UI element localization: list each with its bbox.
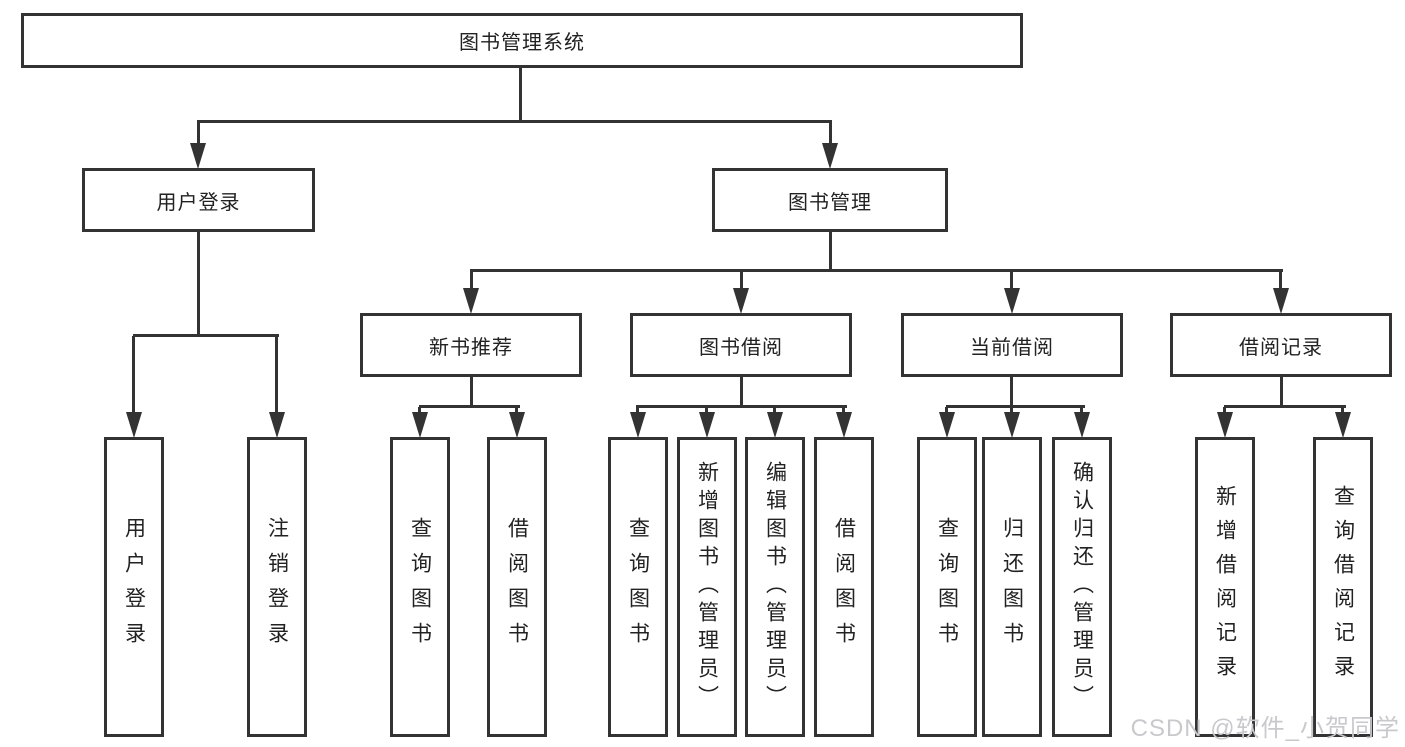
connector-line	[197, 121, 200, 145]
connector-line	[133, 334, 279, 337]
leaf-add-books-admin: 新增图书（管理员）	[677, 437, 737, 737]
connector-line	[829, 121, 832, 145]
leaf-borrow-books: 借阅图书	[814, 437, 874, 737]
leaf-confirm-return-admin: 确认归还（管理员）	[1052, 437, 1112, 737]
arrowhead-down-icon	[412, 412, 428, 438]
arrowhead-down-icon	[699, 412, 715, 438]
leaf-return-books: 归还图书	[982, 437, 1042, 737]
leaf-add-borrow-record: 新增借阅记录	[1195, 437, 1255, 737]
connector-line	[1279, 271, 1282, 291]
arrowhead-down-icon	[126, 412, 142, 438]
connector-line	[1224, 405, 1346, 408]
node-book-management: 图书管理	[712, 168, 948, 232]
leaf-query-books-recommend: 查询图书	[390, 437, 450, 737]
arrowhead-down-icon	[1335, 412, 1351, 438]
arrowhead-down-icon	[836, 412, 852, 438]
arrowhead-down-icon	[1004, 288, 1020, 314]
leaf-borrow-books-recommend: 借阅图书	[487, 437, 547, 737]
node-user-login: 用户登录	[82, 168, 315, 232]
arrowhead-down-icon	[1074, 412, 1090, 438]
arrowhead-down-icon	[939, 412, 955, 438]
arrowhead-down-icon	[1217, 412, 1233, 438]
connector-line	[470, 377, 473, 408]
leaf-query-books-current: 查询图书	[917, 437, 977, 737]
node-current-borrowing: 当前借阅	[901, 313, 1123, 377]
arrowhead-down-icon	[1004, 412, 1020, 438]
connector-line	[197, 232, 200, 336]
node-borrowing-records: 借阅记录	[1170, 313, 1392, 377]
watermark: CSDN @软件_小贺同学	[1130, 715, 1400, 742]
connector-line	[197, 120, 832, 123]
connector-line	[740, 377, 743, 408]
connector-line	[1010, 271, 1013, 291]
arrowhead-down-icon	[463, 288, 479, 314]
node-new-book-recommendation: 新书推荐	[360, 313, 582, 377]
leaf-query-books-borrow: 查询图书	[608, 437, 668, 737]
connector-line	[519, 68, 522, 122]
connector-line	[1280, 377, 1283, 408]
leaf-edit-books-admin: 编辑图书（管理员）	[745, 437, 805, 737]
node-library-management-system: 图书管理系统	[21, 13, 1023, 68]
connector-line	[275, 336, 278, 414]
arrowhead-down-icon	[269, 412, 285, 438]
connector-line	[946, 405, 1085, 408]
connector-line	[470, 271, 473, 291]
connector-line	[636, 405, 847, 408]
arrowhead-down-icon	[733, 288, 749, 314]
connector-line	[740, 271, 743, 291]
connector-line	[470, 269, 1283, 272]
arrowhead-down-icon	[822, 143, 838, 169]
connector-line	[419, 405, 520, 408]
arrowhead-down-icon	[190, 143, 206, 169]
connector-line	[132, 336, 135, 414]
leaf-query-borrow-record: 查询借阅记录	[1313, 437, 1373, 737]
connector-line	[1010, 377, 1013, 408]
arrowhead-down-icon	[1273, 288, 1289, 314]
arrowhead-down-icon	[630, 412, 646, 438]
arrowhead-down-icon	[767, 412, 783, 438]
arrowhead-down-icon	[509, 412, 525, 438]
node-book-borrowing: 图书借阅	[630, 313, 852, 377]
connector-line	[829, 232, 832, 272]
leaf-user-login: 用户登录	[104, 437, 164, 737]
leaf-logout: 注销登录	[247, 437, 307, 737]
